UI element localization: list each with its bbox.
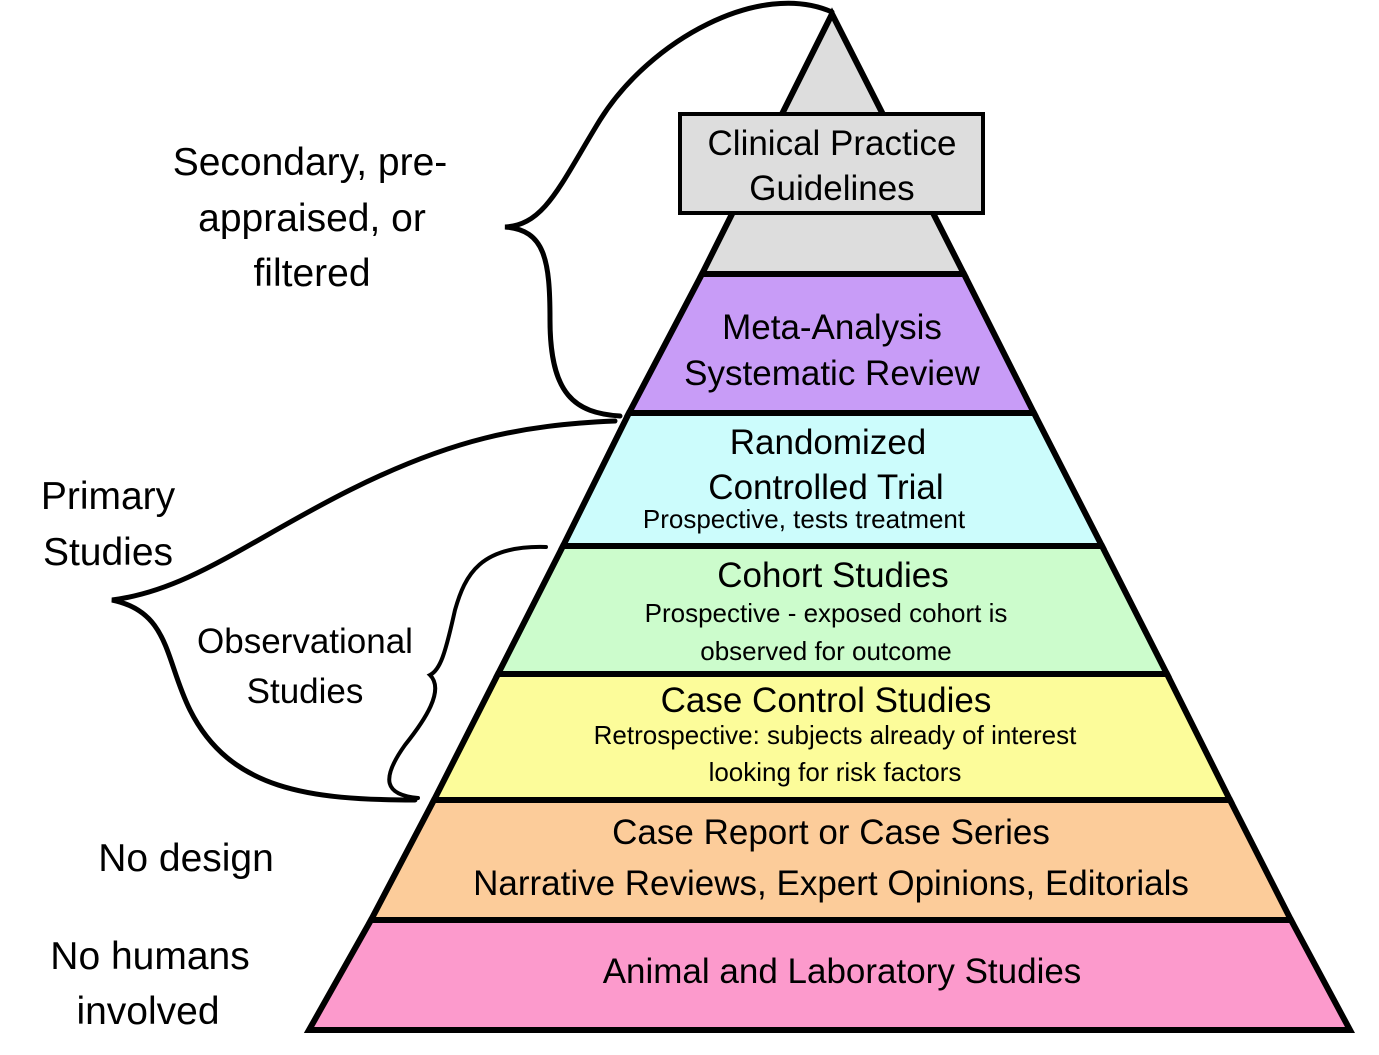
secondary-brace xyxy=(504,0,835,419)
observational-brace xyxy=(387,544,548,800)
observational-label-line1: Observational xyxy=(197,622,413,661)
animal-studies-tier xyxy=(303,917,1356,1033)
animal-studies-label: Animal and Laboratory Studies xyxy=(603,952,1082,991)
rct-subtitle: Prospective, tests treatment xyxy=(643,504,966,534)
primary-label-line1: Primary xyxy=(41,475,176,518)
case-control-sub1: Retrospective: subjects already of inter… xyxy=(594,720,1077,750)
cohort-title: Cohort Studies xyxy=(717,556,949,595)
secondary-label-line1: Secondary, pre- xyxy=(173,141,448,184)
guidelines-box xyxy=(678,112,985,215)
rct-line1: Randomized xyxy=(730,423,927,462)
no-design-label: No design xyxy=(98,837,274,880)
case-report-line1: Case Report or Case Series xyxy=(612,813,1050,852)
case-report-line2: Narrative Reviews, Expert Opinions, Edit… xyxy=(473,864,1189,903)
no-humans-label-line2: involved xyxy=(76,990,219,1033)
cohort-sub1: Prospective - exposed cohort is xyxy=(645,598,1008,628)
secondary-label-line3: filtered xyxy=(253,252,370,295)
primary-label-line2: Studies xyxy=(43,531,173,574)
guidelines-line2: Guidelines xyxy=(749,169,914,208)
cohort-sub2: observed for outcome xyxy=(700,636,951,666)
guidelines-line1: Clinical Practice xyxy=(708,124,957,163)
secondary-label-line2: appraised, or xyxy=(198,197,426,240)
case-control-title: Case Control Studies xyxy=(661,681,992,720)
primary-studies-brace xyxy=(111,418,618,803)
observational-label-line2: Studies xyxy=(247,672,364,711)
meta-line2: Systematic Review xyxy=(684,354,980,393)
rct-line2: Controlled Trial xyxy=(708,468,943,507)
meta-line1: Meta-Analysis xyxy=(722,308,942,347)
no-humans-label-line1: No humans xyxy=(50,935,249,978)
case-control-sub2: looking for risk factors xyxy=(709,757,962,787)
